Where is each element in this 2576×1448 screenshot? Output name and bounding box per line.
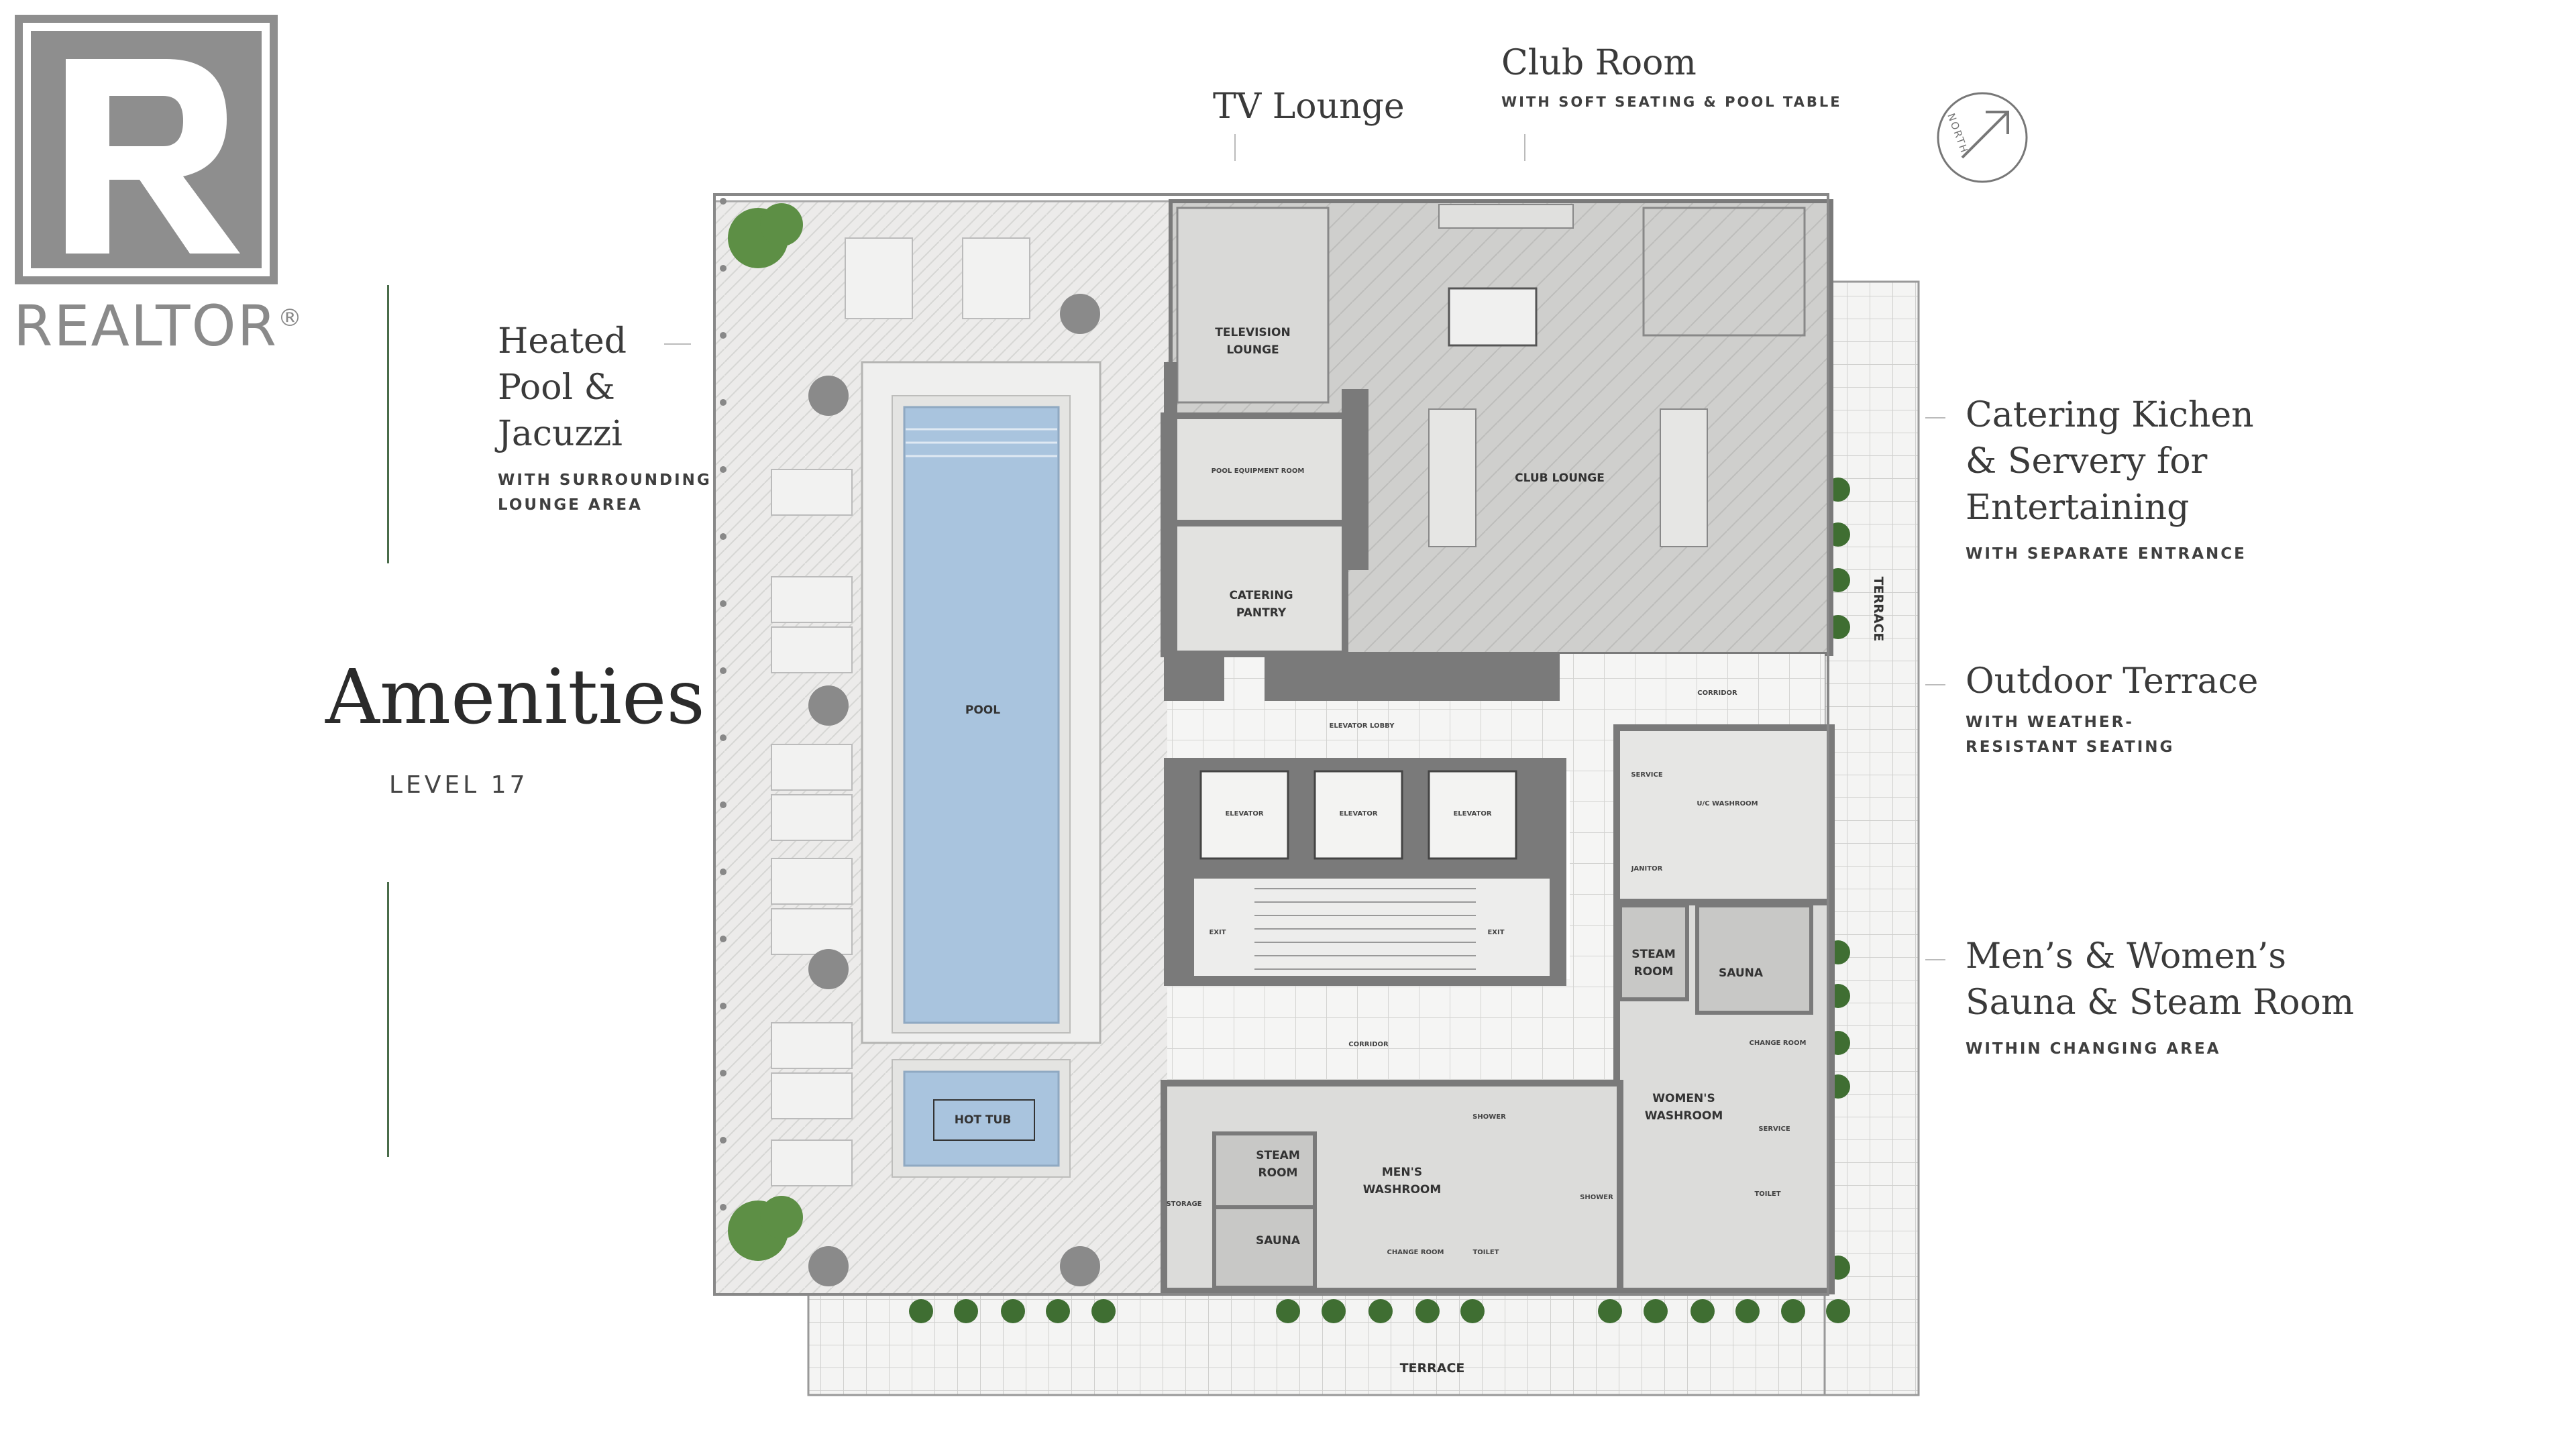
pool-label: POOL (965, 704, 1001, 717)
callout-subtitle: WITHIN CHANGING AREA (1966, 1040, 2221, 1058)
catering-pantry-label: CATERING PANTRY (1229, 589, 1293, 620)
callout-leader (664, 343, 691, 345)
trees (728, 203, 803, 1261)
toilet-label: TOILET (1472, 1249, 1499, 1256)
realtor-r-icon (15, 15, 278, 284)
elevator-label: ELEVATOR (1225, 810, 1264, 818)
steam-room-label: STEAM ROOM (1256, 1149, 1300, 1180)
exit-label: EXIT (1209, 929, 1226, 936)
callout-catering: Catering Kichen & Servery for Entertaini… (1966, 392, 2254, 567)
divider-line-bottom (387, 882, 389, 1157)
callout-subtitle: RESISTANT SEATING (1966, 738, 2175, 756)
callout-subtitle: WITH WEATHER- (1966, 714, 2134, 731)
terrace-label: TERRACE (1871, 576, 1886, 642)
mens-washroom-label: MEN'S WASHROOM (1362, 1166, 1442, 1196)
shower-label: SHOWER (1580, 1194, 1613, 1201)
womens-washroom-label: WOMEN'S WASHROOM (1644, 1092, 1723, 1123)
callout-title: Outdoor Terrace (1966, 661, 2259, 702)
north-compass: NORTH (1935, 91, 2029, 184)
pool-equipment-label: POOL EQUIPMENT ROOM (1211, 467, 1305, 475)
callout-title-line: Sauna & Steam Room (1966, 983, 2355, 1023)
service-label: SERVICE (1758, 1125, 1790, 1133)
lounge-chairs (771, 237, 1030, 1186)
sauna-label: SAUNA (1718, 966, 1764, 980)
callout-title-line: Pool & (498, 368, 615, 408)
callout-subtitle: WITH SURROUNDING (498, 471, 712, 489)
steam-room-label: STEAM ROOM (1631, 948, 1676, 979)
callout-title-line: & Servery for (1966, 441, 2208, 482)
callout-subtitle: WITH SEPARATE ENTRANCE (1966, 545, 2247, 563)
realtor-logo: REALTOR® (12, 12, 302, 356)
callout-sauna: Men’s & Women’s Sauna & Steam Room WITHI… (1966, 934, 2354, 1062)
service-label: SERVICE (1631, 771, 1663, 779)
callout-title-line: Catering Kichen (1966, 395, 2254, 435)
level-label: LEVEL 17 (389, 771, 529, 799)
toilet-label: TOILET (1754, 1190, 1781, 1198)
callout-leader (1234, 134, 1236, 161)
uc-washroom-label: U/C WASHROOM (1697, 800, 1758, 807)
callout-title: TV Lounge (1213, 87, 1405, 127)
callout-pool: Heated Pool & Jacuzzi WITH SURROUNDING L… (498, 319, 712, 518)
callout-title-line: Men’s & Women’s (1966, 936, 2287, 977)
exit-label: EXIT (1487, 929, 1505, 936)
callout-terrace: Outdoor Terrace WITH WEATHER- RESISTANT … (1966, 659, 2258, 760)
hot-tub-label: HOT TUB (954, 1113, 1012, 1127)
club-lounge-label: CLUB LOUNGE (1515, 471, 1605, 485)
callout-subtitle: WITH SOFT SEATING & POOL TABLE (1501, 94, 1842, 110)
storage-label: STORAGE (1166, 1201, 1202, 1208)
callout-title: Club Room (1501, 43, 1697, 83)
callout-club-room: Club Room WITH SOFT SEATING & POOL TABLE (1501, 40, 1842, 115)
elevator-lobby-label: ELEVATOR LOBBY (1329, 722, 1395, 730)
elevator-label: ELEVATOR (1453, 810, 1492, 818)
callout-leader (1925, 959, 1945, 960)
page-title: Amenities (325, 654, 705, 741)
change-room-label: CHANGE ROOM (1749, 1040, 1807, 1047)
callout-leader (1925, 417, 1945, 419)
sauna-label: SAUNA (1255, 1234, 1301, 1247)
callout-leader (1925, 684, 1945, 685)
television-lounge-label: TELEVISION LOUNGE (1215, 326, 1291, 357)
compass-arrow-icon (1937, 92, 2028, 183)
corridor-label: CORRIDOR (1697, 689, 1737, 697)
corridor-label: CORRIDOR (1348, 1041, 1389, 1048)
callout-title-line: Heated (498, 321, 627, 361)
elevator-label: ELEVATOR (1339, 810, 1378, 818)
janitor-label: JANITOR (1631, 865, 1663, 873)
divider-line-top (387, 285, 389, 563)
callout-title-line: Entertaining (1966, 488, 2190, 528)
callout-title-line: Jacuzzi (498, 414, 623, 454)
shower-label: SHOWER (1472, 1113, 1506, 1121)
callout-tv-lounge: TV Lounge (1213, 84, 1405, 130)
change-room-label: CHANGE ROOM (1387, 1249, 1444, 1256)
callout-leader (1524, 134, 1525, 161)
registered-mark: ® (277, 304, 303, 332)
railing-posts (720, 198, 727, 1211)
callout-subtitle: LOUNGE AREA (498, 496, 643, 514)
realtor-wordmark: REALTOR (13, 293, 278, 359)
terrace-label: TERRACE (1399, 1361, 1465, 1376)
